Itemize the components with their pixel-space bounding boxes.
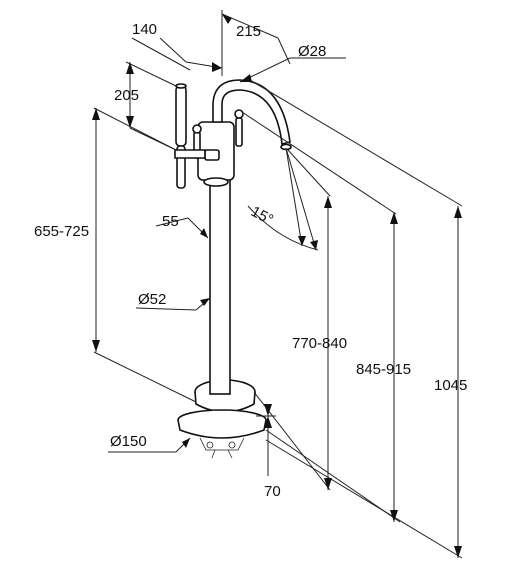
dim-28-diameter-label: Ø28 — [298, 43, 326, 60]
dim-15-degree-label: 15° — [248, 203, 276, 229]
dimension-labels: 140 215 Ø28 205 655-725 55 15° Ø52 770-8… — [34, 21, 467, 500]
faucet-body — [174, 79, 292, 459]
dim-1045-label: 1045 — [434, 377, 467, 394]
dim-770-840-label: 770-840 — [292, 335, 347, 352]
dim-55-label: 55 — [162, 213, 179, 230]
dim-140-label: 140 — [132, 21, 157, 38]
dim-215-label: 215 — [236, 23, 261, 40]
dim-52-diameter-label: Ø52 — [138, 291, 166, 308]
dim-655-725-label: 655-725 — [34, 223, 89, 240]
dim-845-915-label: 845-915 — [356, 361, 411, 378]
dimension-lines — [93, 10, 463, 559]
dim-205-label: 205 — [114, 87, 139, 104]
dim-70-label: 70 — [264, 483, 281, 500]
dimension-arrowheads — [92, 14, 462, 558]
dim-150-diameter-label: Ø150 — [110, 433, 147, 450]
